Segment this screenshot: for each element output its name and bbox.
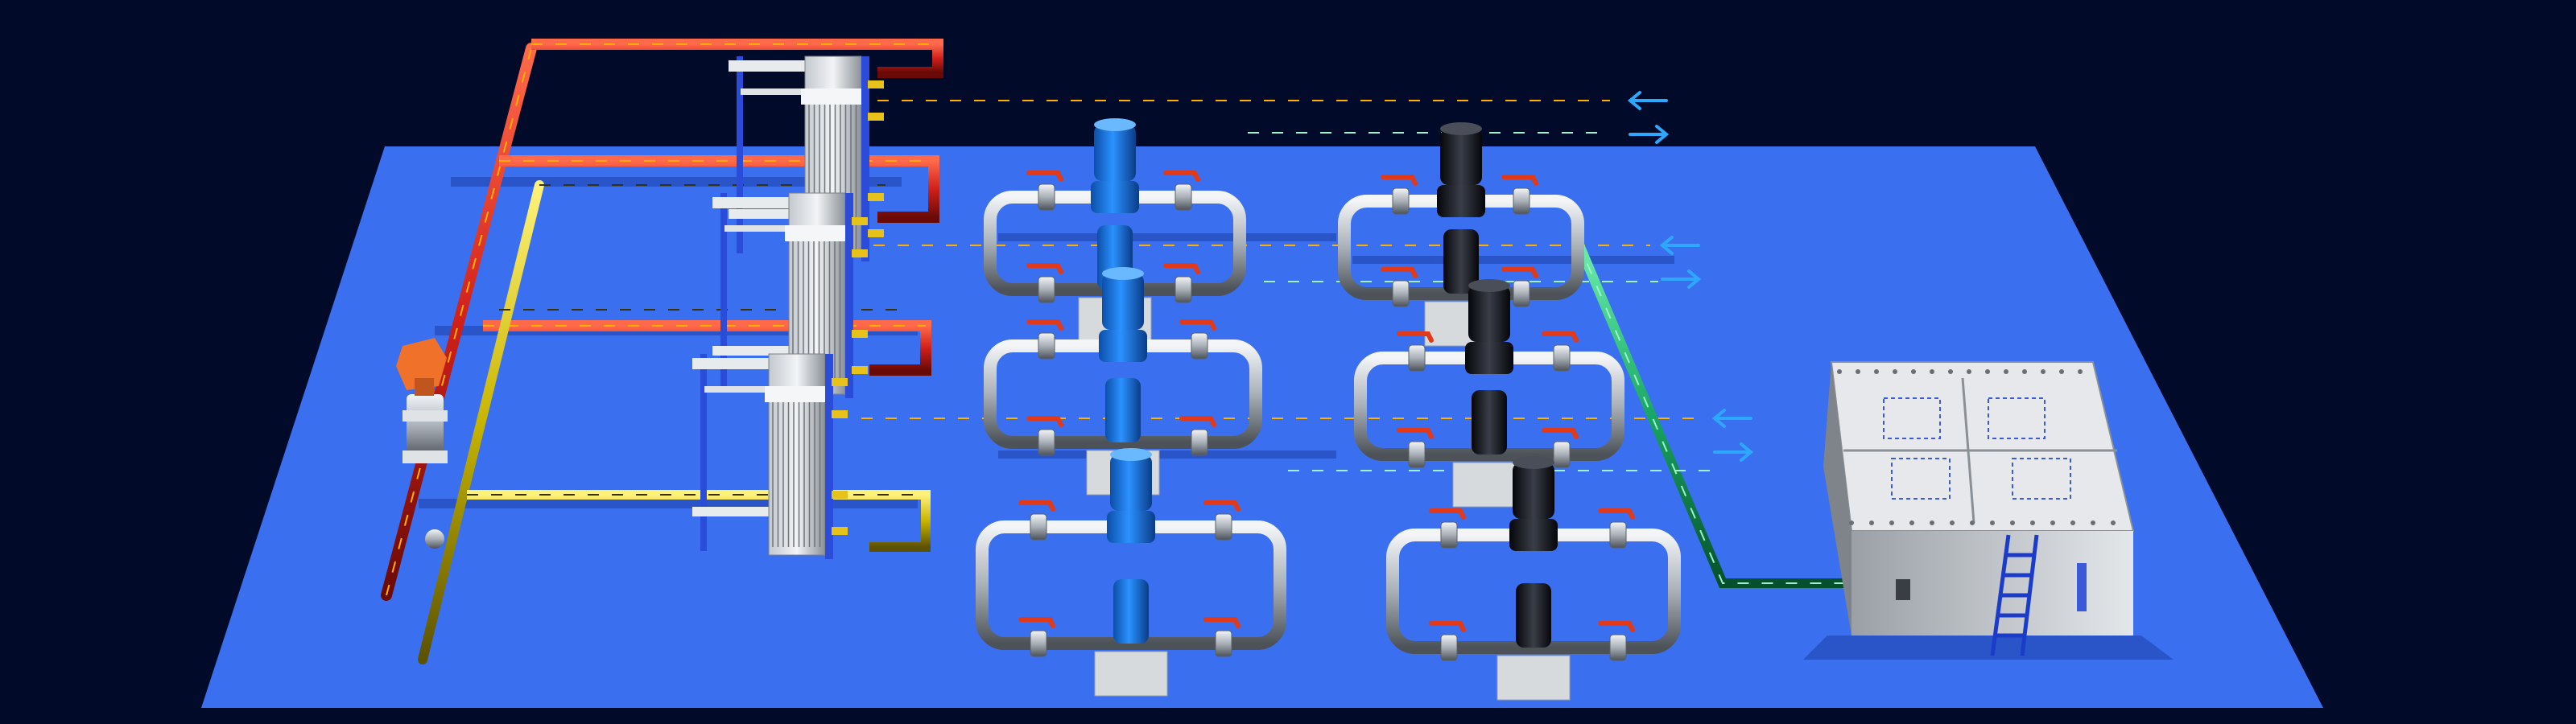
valve-handle-icon	[1026, 263, 1063, 274]
flow-out-arrow-icon	[1713, 442, 1754, 462]
valve-handle-icon	[1179, 416, 1216, 427]
blue-pump-skid-3	[976, 448, 1286, 697]
valve-handle-icon	[1397, 331, 1434, 343]
motorized-control-valve	[396, 338, 448, 549]
valve-handle-icon	[1381, 175, 1418, 186]
floor-plane	[201, 146, 2323, 708]
valve-handle-icon	[1542, 331, 1579, 343]
blue-pump-skid-2	[984, 267, 1262, 496]
valve-handle-icon	[1203, 500, 1241, 512]
flow-arrow-pair-3	[1711, 409, 1754, 462]
valve-handle-icon	[1163, 263, 1200, 274]
valve-handle-icon	[1026, 319, 1063, 331]
flow-arrows	[1627, 91, 1754, 462]
ladder-icon	[1990, 534, 2039, 656]
pump-loops	[976, 118, 1681, 701]
valve-handle-icon	[1381, 267, 1418, 278]
valve-handle-icon	[1018, 500, 1055, 512]
black-pump-skid-2	[1354, 279, 1624, 508]
valve-handle-icon	[1429, 621, 1466, 632]
valve-handle-icon	[1429, 508, 1466, 520]
flow-out-arrow-icon	[1629, 125, 1670, 144]
plate-heat-exchanger-3	[692, 353, 848, 559]
valve-handle-icon	[1542, 428, 1579, 439]
valve-handle-icon	[1026, 416, 1063, 427]
flow-out-arrow-icon	[1661, 269, 1702, 289]
valve-handle-icon	[1018, 617, 1055, 628]
tank-label-plate	[1896, 579, 1910, 600]
water-storage-tank	[1823, 361, 2135, 656]
motor-icon	[396, 338, 447, 396]
valve-handle-icon	[1598, 621, 1635, 632]
valve-handle-icon	[1179, 319, 1216, 331]
flow-in-arrow-icon	[1627, 91, 1668, 110]
flow-in-arrow-icon	[1711, 409, 1752, 428]
valve-handle-icon	[1501, 267, 1538, 278]
heat-exchangers	[692, 56, 884, 559]
valve-handle-icon	[1598, 508, 1635, 520]
valve-handle-icon	[1203, 617, 1241, 628]
valve-handle-icon	[1501, 175, 1538, 186]
flow-arrow-pair-2	[1659, 236, 1702, 289]
tank-manholes	[1883, 397, 2071, 500]
flow-arrow-pair-1	[1627, 91, 1670, 144]
hot-pipe-network	[381, 39, 1699, 601]
valve-handle-icon	[1397, 428, 1434, 439]
flow-in-arrow-icon	[1659, 236, 1700, 255]
valve-handle-icon	[1026, 171, 1063, 182]
tank-level-gauge	[2077, 563, 2087, 611]
black-pump-skid-3	[1386, 456, 1681, 701]
valve-handle-icon	[1163, 171, 1200, 182]
black-pump-skid-1	[1338, 122, 1584, 347]
tank-bolts	[1837, 369, 2116, 525]
